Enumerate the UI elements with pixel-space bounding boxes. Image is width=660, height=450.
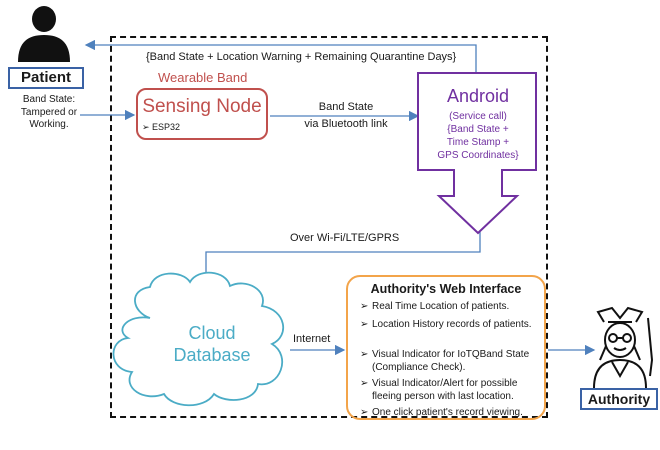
cloud-shape: [112, 271, 285, 407]
bluetooth-label-line1: Band State: [318, 101, 374, 113]
web-feature-item: ➢Visual Indicator/Alert for possible fle…: [360, 378, 518, 402]
patient-label: Patient: [8, 67, 84, 89]
person-icon: [18, 6, 70, 62]
web-feature-item: ➢Location History records of patients.: [360, 319, 532, 330]
bluetooth-label-line2: via Bluetooth link: [304, 118, 388, 130]
sensing-node-title: Sensing Node: [142, 96, 262, 117]
web-feature-item: ➢Visual Indicator for IoTQBand State (Co…: [360, 349, 530, 373]
band-state-note: Band State: Tampered or Working.: [14, 94, 84, 132]
web-interface-title: Authority's Web Interface: [370, 282, 522, 296]
system-boundary-frame: [110, 36, 548, 418]
web-interface-box: Authority's Web Interface ➢Real Time Loc…: [346, 275, 546, 420]
cloud-database-label: Cloud Database: [142, 322, 282, 366]
wearable-band-label: Wearable Band: [158, 70, 248, 85]
web-feature-item: ➢One click patient's record viewing.: [360, 407, 523, 418]
android-line: GPS Coordinates}: [437, 150, 519, 161]
top-feedback-message: {Band State + Location Warning + Remaini…: [146, 51, 457, 63]
band-state-line: Tampered or: [20, 106, 78, 118]
authority-label: Authority: [580, 388, 658, 410]
esp32-label: ESP32: [152, 122, 181, 132]
cloud-line: Cloud: [188, 323, 236, 343]
sensing-node-box: Sensing Node ➢ ESP32: [136, 88, 268, 140]
web-feature-item: ➢Real Time Location of patients.: [360, 301, 510, 312]
sensing-node-item: ➢ ESP32: [142, 122, 181, 132]
android-to-patient-arrow: [84, 39, 477, 72]
doctor-icon: [593, 306, 654, 389]
internet-label: Internet: [293, 333, 331, 345]
cloud-line: Database: [173, 345, 251, 365]
band-state-line: Band State:: [22, 94, 76, 105]
android-title: Android: [446, 86, 510, 106]
android-to-cloud-arrow: [200, 232, 481, 285]
android-line: {Band State +: [447, 124, 509, 135]
band-state-line: Working.: [29, 119, 69, 130]
android-down-arrow: [417, 72, 537, 235]
android-service-call: (Service call): [449, 111, 507, 122]
android-line: Time Stamp +: [446, 137, 510, 148]
network-label: Over Wi-Fi/LTE/GPRS: [290, 232, 400, 244]
